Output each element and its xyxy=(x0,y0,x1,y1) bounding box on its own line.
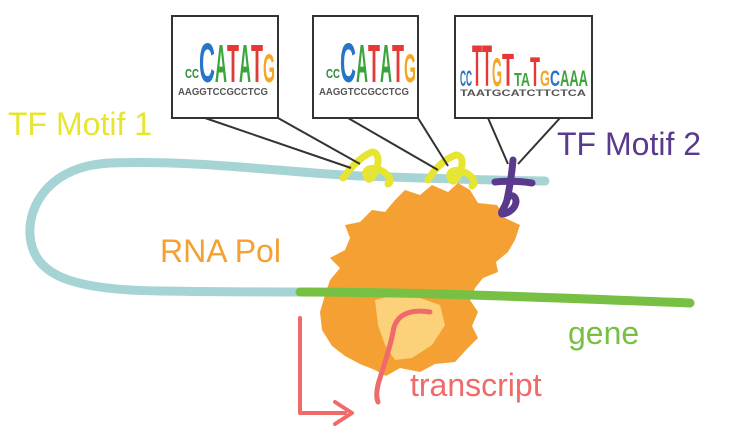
tf-motif-2-binder xyxy=(491,156,536,218)
motif-logo-box-1 xyxy=(171,15,279,119)
svg-text:AAGGTCCGCCTCG: AAGGTCCGCCTCG xyxy=(178,87,268,98)
transcript-label: transcript xyxy=(410,367,542,403)
svg-text:T: T xyxy=(251,34,263,94)
tf-motif-2-label: TF Motif 2 xyxy=(557,126,701,162)
svg-text:AAA: AAA xyxy=(560,66,588,91)
dna-loop xyxy=(25,158,550,297)
tf-motif-1-binder-a xyxy=(339,148,394,188)
svg-text:TT: TT xyxy=(472,34,492,99)
motif-logo-box-2 xyxy=(312,15,419,119)
svg-text:T: T xyxy=(530,48,540,95)
rna-pol-label: RNA Pol xyxy=(160,233,281,269)
tf-motif-1-label: TF Motif 1 xyxy=(8,106,152,142)
svg-text:C: C xyxy=(550,66,560,91)
svg-text:T: T xyxy=(368,34,380,94)
svg-text:TAATGCATCTTCTCA: TAATGCATCTTCTCA xyxy=(460,88,587,98)
svg-text:T: T xyxy=(227,34,239,94)
svg-text:T: T xyxy=(502,44,514,96)
svg-text:CC: CC xyxy=(326,66,340,81)
svg-text:CC: CC xyxy=(460,66,472,91)
svg-text:T: T xyxy=(392,34,404,94)
tf-motif-1-binder-b xyxy=(424,151,478,190)
gene-label: gene xyxy=(568,315,639,351)
svg-text:C: C xyxy=(199,31,215,94)
svg-text:A: A xyxy=(380,34,392,94)
motif-logo-3: CC TT G T TA T G C AAA TAATGCATCTTCTCA xyxy=(460,34,588,99)
svg-text:A: A xyxy=(239,34,251,94)
svg-text:C: C xyxy=(340,31,356,94)
svg-text:G: G xyxy=(492,51,502,95)
svg-text:A: A xyxy=(215,34,227,94)
svg-text:AAGGTCCGCCTCG: AAGGTCCGCCTCG xyxy=(319,87,409,98)
motif-logo-1: CC C A T A T G AAGGTCCGCCTCG xyxy=(178,31,275,98)
svg-text:CC: CC xyxy=(185,66,199,81)
svg-text:G: G xyxy=(404,47,416,91)
svg-text:A: A xyxy=(356,34,368,94)
svg-text:TA: TA xyxy=(514,70,530,90)
rna-pol-shape xyxy=(320,183,520,376)
transcript-strand xyxy=(374,308,433,405)
callout-line-3 xyxy=(487,117,561,165)
tss-arrow xyxy=(298,316,347,415)
gene-line xyxy=(295,287,695,308)
callout-line-1 xyxy=(204,117,361,169)
motif-logo-box-3 xyxy=(454,15,593,119)
callout-line-2 xyxy=(347,117,449,171)
svg-text:G: G xyxy=(263,47,275,91)
tss-arrow-head xyxy=(333,400,354,426)
motif-logo-2: CC C A T A T G AAGGTCCGCCTCG xyxy=(319,31,416,98)
svg-text:G: G xyxy=(540,66,550,91)
